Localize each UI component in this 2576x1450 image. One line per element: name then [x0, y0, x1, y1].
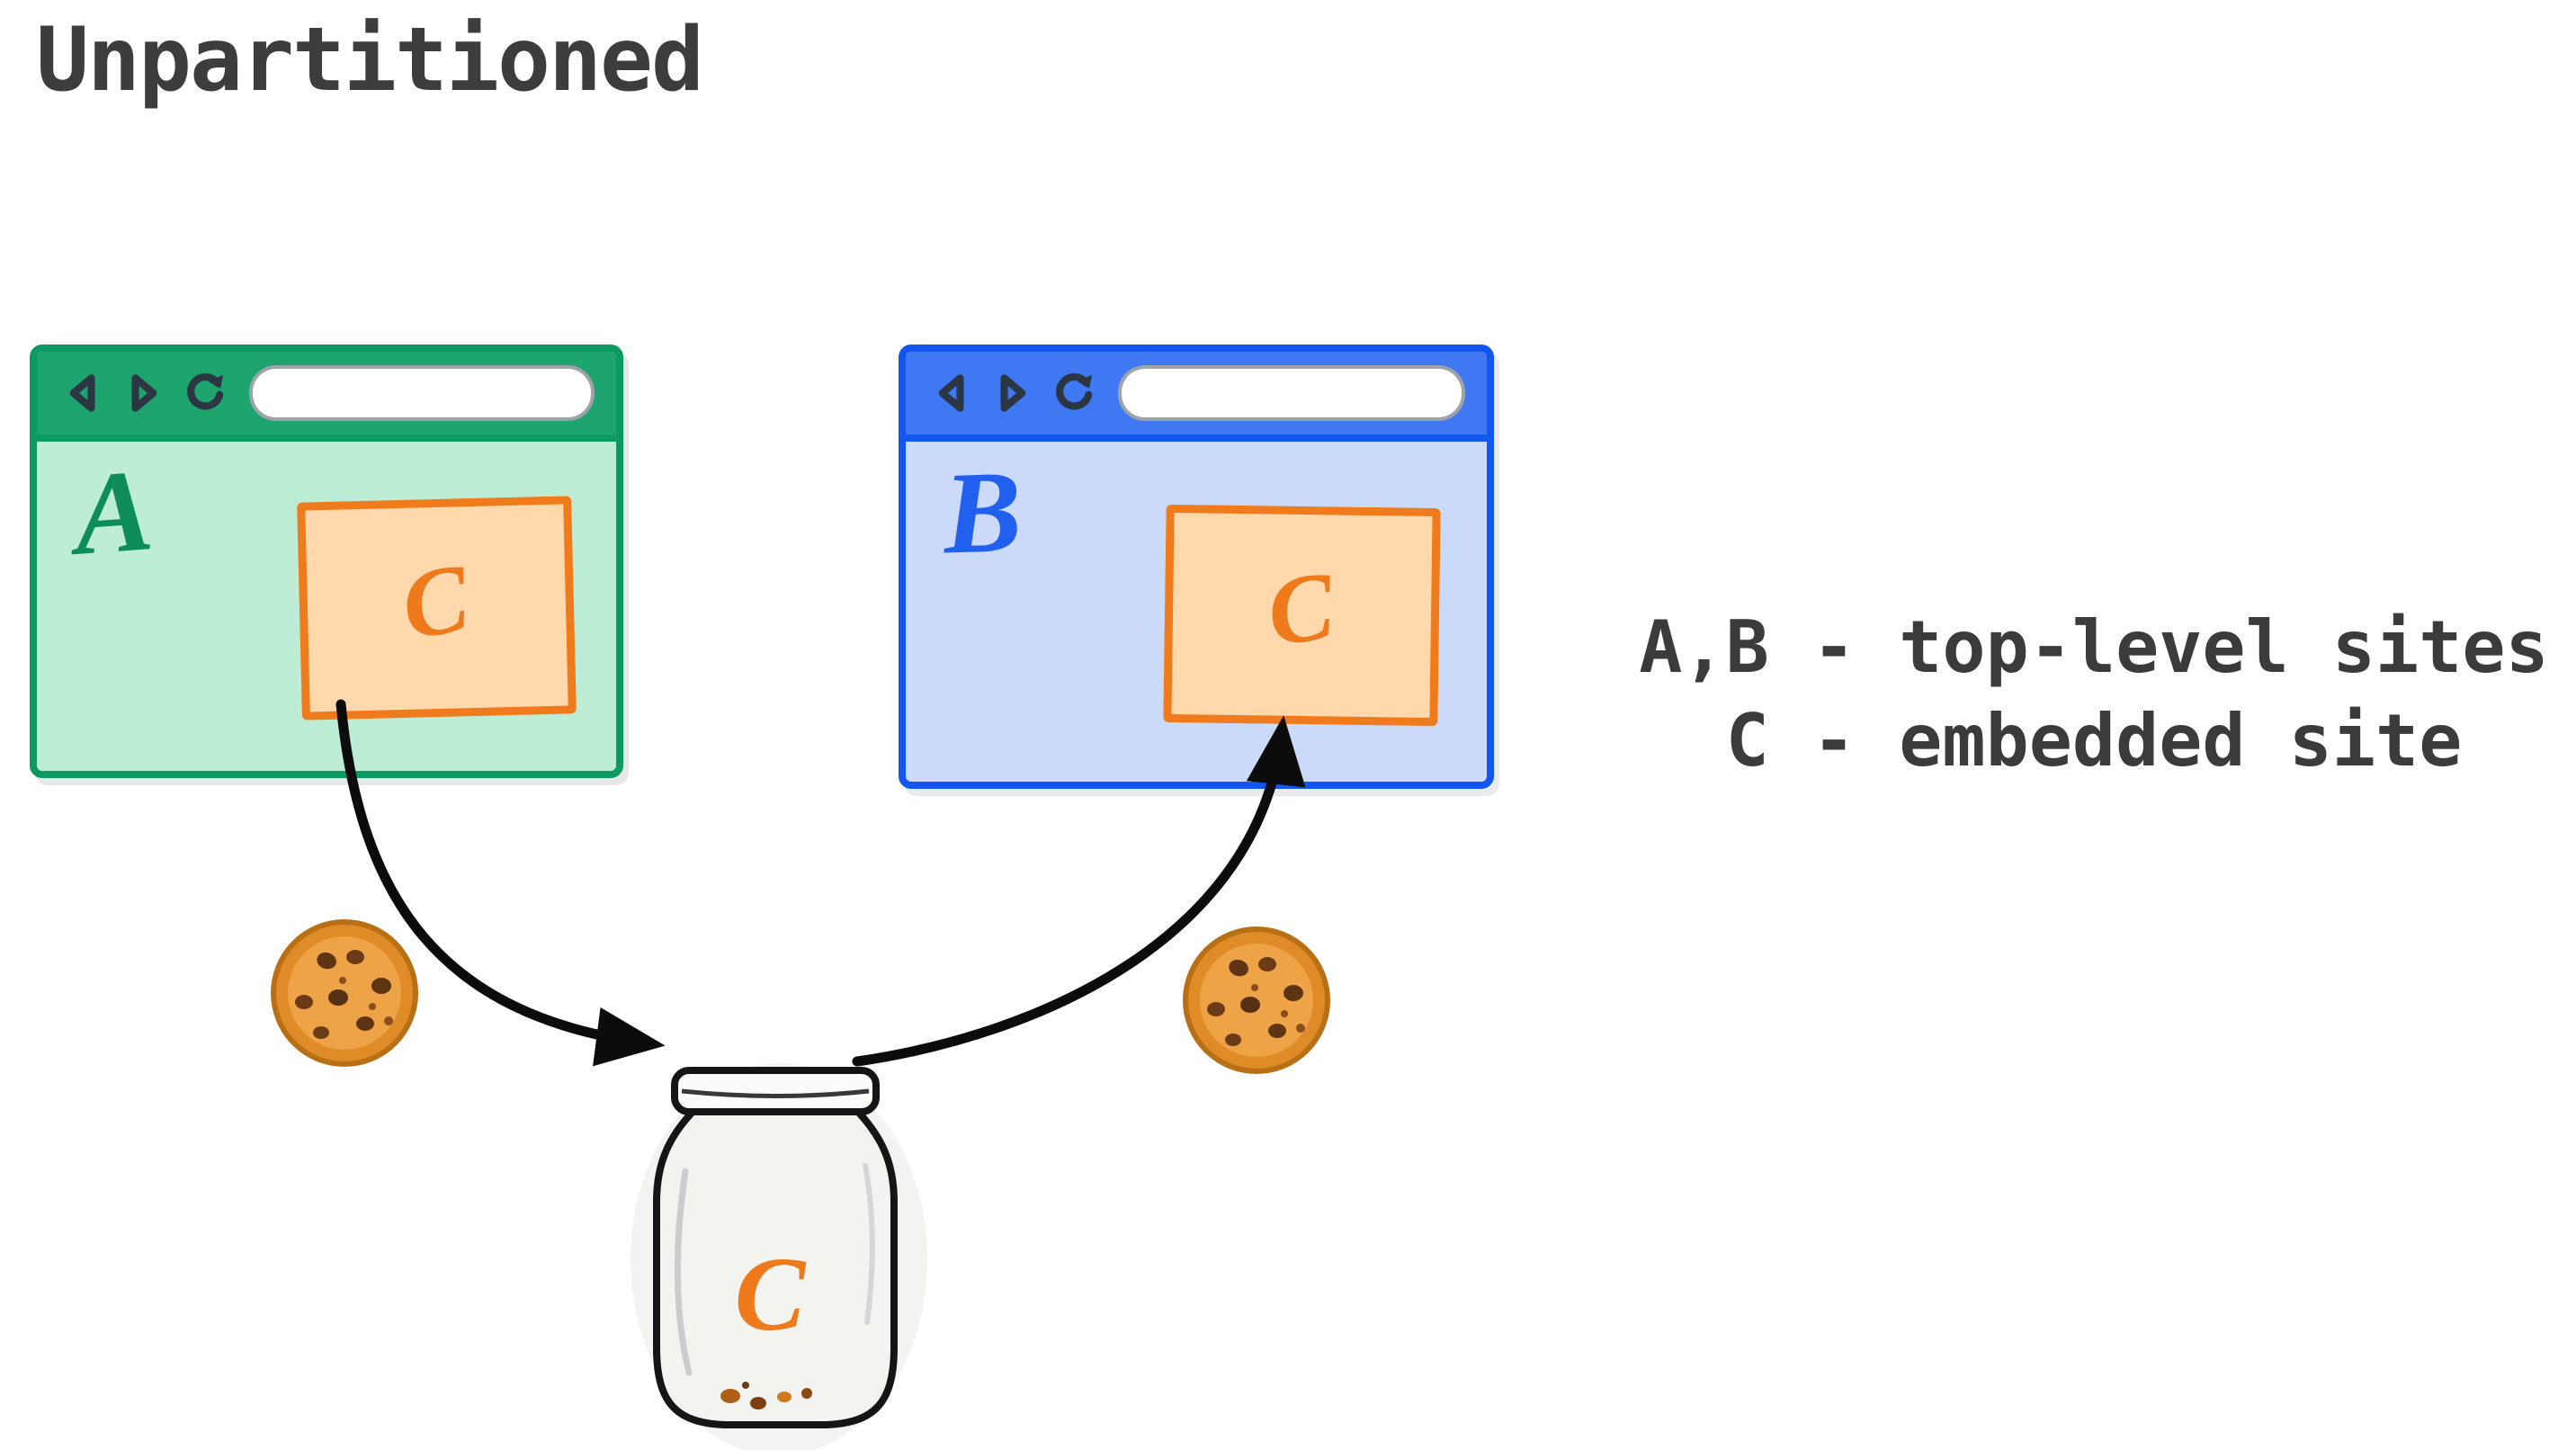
address-bar: [1118, 365, 1465, 421]
reload-icon: [181, 369, 229, 417]
browser-window-b: B C: [899, 345, 1494, 789]
page-title: Unpartitioned: [36, 9, 704, 112]
cookie-icon-right: [1185, 929, 1328, 1071]
forward-icon: [120, 369, 168, 417]
embedded-site-label-a: C: [395, 544, 477, 661]
cookie-icon-left: [273, 922, 416, 1064]
browser-toolbar-a: [37, 352, 616, 442]
cookie-jar-icon: C: [631, 1063, 927, 1450]
page-area-a: A C: [37, 442, 616, 764]
legend: A,B - top-level sites C - embedded site: [1619, 601, 2569, 788]
forward-icon: [988, 369, 1037, 417]
browser-toolbar-b: [906, 352, 1487, 442]
jar-label: C: [735, 1235, 807, 1353]
address-bar: [249, 365, 595, 421]
legend-line-1: A,B - top-level sites: [1639, 605, 2549, 689]
reload-icon: [1050, 369, 1098, 417]
browser-window-a: A C: [30, 345, 623, 778]
legend-line-2: C - embedded site: [1725, 699, 2463, 783]
back-icon: [58, 369, 107, 417]
embedded-frame-a: C: [297, 496, 577, 721]
site-b-label: B: [941, 446, 1024, 579]
embedded-site-label-b: C: [1262, 552, 1340, 667]
site-a-label: A: [70, 445, 157, 580]
embedded-frame-b: C: [1163, 504, 1441, 727]
back-icon: [927, 369, 976, 417]
page-area-b: B C: [906, 442, 1487, 774]
